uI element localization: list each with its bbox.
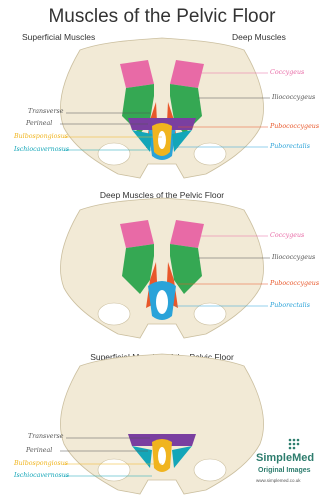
brand-tagline: Original Images [258, 467, 311, 474]
label-pubococcygeus: Pubococcygeus [270, 281, 319, 287]
label-ischiocavernosus: Ischiocavernosus [14, 473, 69, 479]
label-transverse: Transverse [28, 434, 64, 440]
label-iliococcygeus: Iliococcygeus [272, 255, 315, 261]
label-puborectalis: Puborectalis [270, 303, 310, 309]
label-bulbospongiosus: Bulbospongiosus [14, 134, 68, 140]
label-transverse: Transverse [28, 109, 64, 115]
pelvis-deep [60, 198, 263, 338]
label-ischiocavernosus: Ischiocavernosus [14, 147, 69, 153]
brand-url: www.simplemed.co.uk [256, 478, 301, 483]
label-iliococcygeus: Iliococcygeus [272, 95, 315, 101]
label-coccygeus: Coccygeus [270, 233, 304, 239]
label-puborectalis: Puborectalis [270, 144, 310, 150]
label-pubococcygeus: Pubococcygeus [270, 124, 319, 130]
brand-name: SimpleMed [256, 452, 314, 464]
label-perineal: Perineal [26, 448, 52, 454]
label-bulbospongiosus: Bulbospongiosus [14, 461, 68, 467]
brand-logo-mark [289, 439, 300, 450]
label-coccygeus: Coccygeus [270, 70, 304, 76]
label-perineal: Perineal [26, 121, 52, 127]
pelvis-superficial [60, 354, 263, 494]
pelvis-combined [60, 38, 263, 178]
